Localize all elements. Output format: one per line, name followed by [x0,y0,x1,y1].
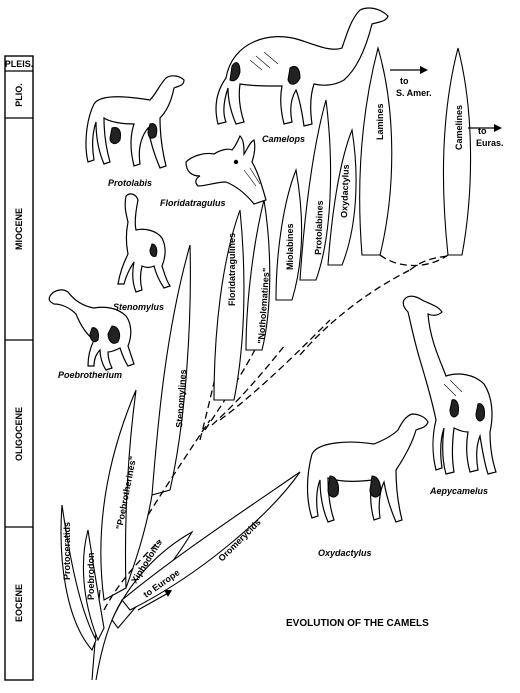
epoch-eocene: EOCENE [14,584,24,622]
label-poebrodon: Poebrodon [86,553,96,601]
camelines-branch [442,47,472,256]
label-camelops: Camelops [262,134,305,144]
camelops-illustration: Camelops [215,7,389,144]
poebrotherium-illustration: Poebrotherium [48,289,135,380]
label-stenomylus: Stenomylus [113,302,164,312]
label-floridatragulus: Floridatragulus [160,198,226,208]
protolabines-branch [299,99,332,281]
oromerycids-branch [121,471,301,611]
label-aepycamelus: Aepycamelus [429,486,488,496]
phylogeny-branches [60,45,502,681]
epoch-pliocene: PLIO. [14,83,24,107]
poebrotherines-branch [100,389,137,601]
label-stenomylines: Stenomylines [174,369,188,428]
oxydactylus-branch [327,127,357,266]
stenomylines-branch [151,244,191,496]
epoch-miocene: MIOCENE [14,208,24,250]
oxydactylus-illustration: Oxydactylus [306,413,429,558]
label-to-s-amer: S. Amer. [396,88,432,98]
label-oxydactylus-branch: Oxydactylus [339,164,351,218]
label-camelines: Camelines [454,105,464,150]
label-poebrotherium: Poebrotherium [58,370,122,380]
label-protolabines: Protolabines [313,200,325,255]
label-floridatragulines: Floridatragulines [227,233,237,306]
stenomylus-illustration: Stenomylus [113,193,171,312]
miolabines-branch [275,168,303,301]
epoch-oligocene: OLIGOCENE [14,407,24,461]
floridatragulus-illustration: Floridatragulus [160,134,267,208]
lamines-branch [359,45,393,256]
diagram-title: EVOLUTION OF THE CAMELS [286,618,429,629]
floridatragulines-branch [213,209,245,401]
label-lamines: Lamines [375,103,385,140]
poebrodon-branch [82,529,105,642]
label-protolabis: Protolabis [108,178,152,188]
protoceratids-branch [60,504,97,652]
label-miolabines: Miolabines [285,223,295,270]
aepycamelus-illustration: Aepycamelus [402,295,497,496]
label-to-s-amer-to: to [400,76,409,86]
time-scale: PLEIS. PLIO. MIOCENE OLIGOCENE EOCENE [4,55,34,681]
label-oxydactylus: Oxydactylus [318,548,372,558]
epoch-pleistocene: PLEIS. [5,59,34,69]
label-protoceratids: Protoceratids [62,522,72,580]
protolabis-illustration: Protolabis [85,75,185,188]
label-to-euras: Euras. [476,138,504,148]
label-to-euras-to: to [478,126,487,136]
